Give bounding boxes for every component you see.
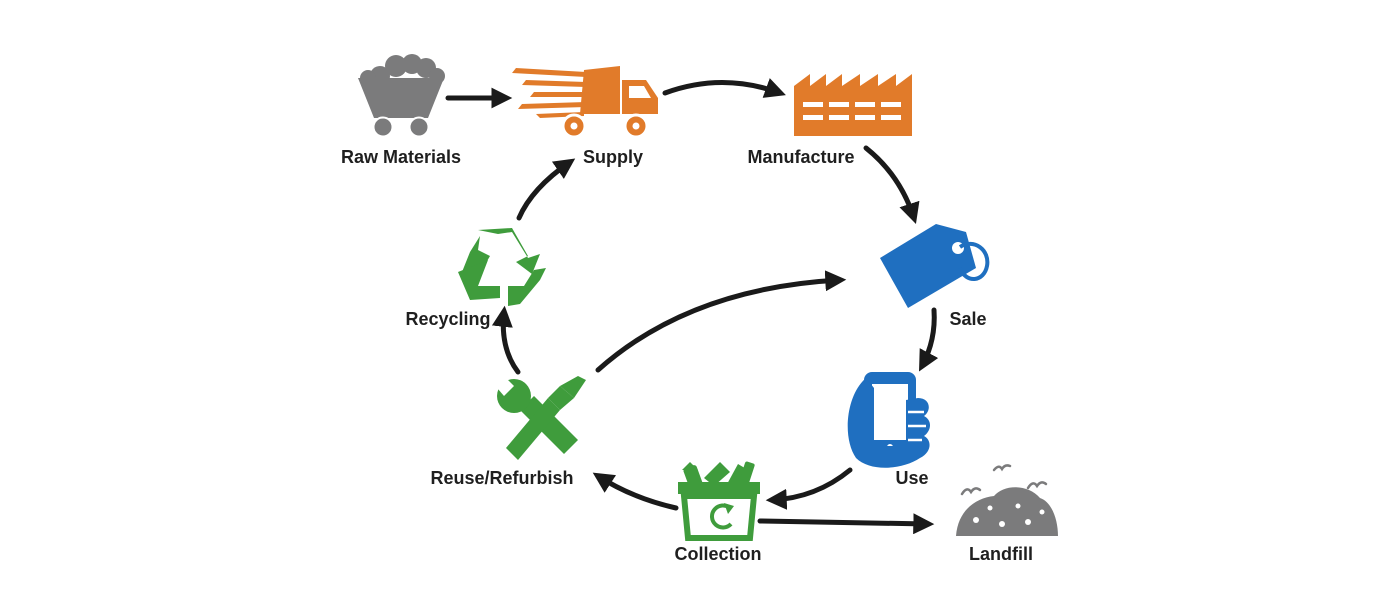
use-label: Use — [895, 468, 929, 488]
price-tag-icon — [880, 224, 990, 308]
sale-label: Sale — [949, 309, 987, 329]
raw-materials-label: Raw Materials — [340, 147, 462, 167]
edge-collection-to-reuse-refurbish — [592, 472, 679, 511]
edge-reuse-refurbish-to-sale — [595, 270, 847, 373]
edge-use-to-collection — [765, 467, 853, 510]
edge-recycling-to-supply — [516, 158, 576, 221]
mine-cart-icon — [358, 54, 445, 138]
hand-holding-phone-icon — [847, 372, 930, 468]
landfill-label: Landfill — [969, 544, 1033, 564]
edge-reuse-refurbish-to-recycling — [491, 305, 521, 375]
landfill-mound-icon — [956, 464, 1058, 536]
edge-manufacture-to-sale — [863, 145, 920, 224]
edge-collection-to-landfill — [757, 513, 935, 535]
recycle-icon — [458, 228, 546, 306]
delivery-truck-icon — [512, 66, 658, 139]
collection-label: Collection — [674, 544, 762, 564]
manufacture-label: Manufacture — [747, 147, 855, 167]
edge-supply-to-manufacture — [662, 78, 786, 98]
wrench-screwdriver-icon — [492, 372, 586, 460]
reuse-refurbish-label: Reuse/Refurbish — [430, 468, 574, 488]
collection-bin-icon — [678, 461, 760, 541]
recycling-label: Recycling — [405, 309, 491, 329]
factory-icon — [794, 74, 912, 136]
edge-sale-to-use — [919, 307, 939, 372]
supply-label: Supply — [582, 147, 644, 167]
